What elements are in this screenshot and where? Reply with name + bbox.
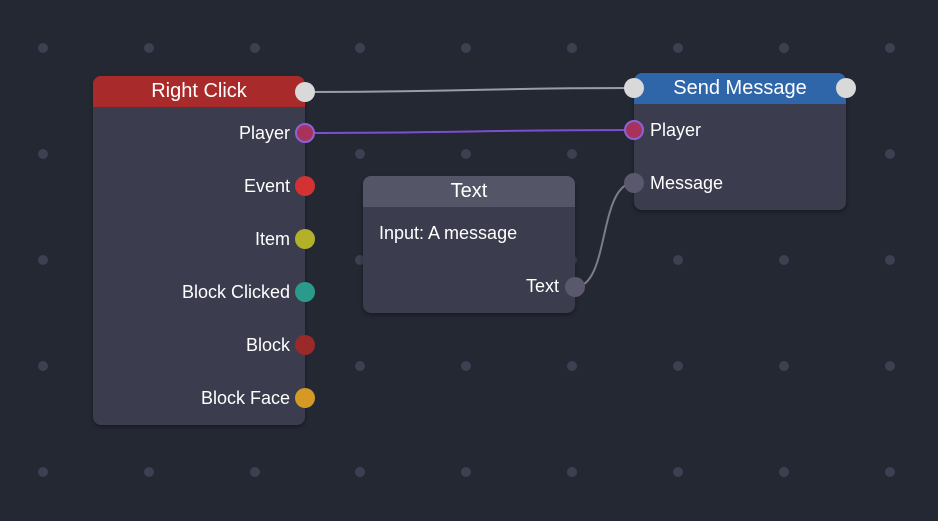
grid-dot — [355, 467, 365, 477]
right-click-output-label-block-face: Block Face — [200, 388, 290, 408]
text-node[interactable]: Text Input: A message Text — [363, 176, 585, 313]
grid-dot — [673, 361, 683, 371]
text-node-output-port[interactable] — [565, 277, 585, 297]
grid-dot — [461, 43, 471, 53]
right-click-output-port-block-clicked[interactable] — [295, 282, 315, 302]
send-message-exec-in-port[interactable] — [624, 78, 644, 98]
text-node-output-label: Text — [525, 276, 559, 296]
player-wire — [304, 129, 635, 134]
text-message-wire — [574, 182, 635, 288]
right-click-output-label-block-clicked: Block Clicked — [181, 282, 290, 302]
right-click-output-port-block-face[interactable] — [295, 388, 315, 408]
right-click-output-label-block: Block — [245, 335, 290, 355]
send-message-input-port-message[interactable] — [624, 173, 644, 193]
grid-dot — [885, 149, 895, 159]
grid-dot — [567, 467, 577, 477]
grid-dot — [250, 43, 260, 53]
send-message-exec-out-port[interactable] — [836, 78, 856, 98]
exec-wire — [304, 87, 635, 93]
grid-dot — [461, 149, 471, 159]
grid-dot — [885, 43, 895, 53]
grid-dot — [673, 467, 683, 477]
grid-dot — [38, 255, 48, 265]
grid-dot — [567, 149, 577, 159]
grid-dot — [461, 467, 471, 477]
text-node-input-value[interactable]: Input: A message — [379, 223, 518, 243]
right-click-output-port-event[interactable] — [295, 176, 315, 196]
grid-dot — [38, 149, 48, 159]
send-message-input-port-player[interactable] — [624, 120, 644, 140]
send-message-node-header[interactable]: Send Message — [634, 73, 846, 104]
grid-dot — [38, 467, 48, 477]
grid-dot — [673, 43, 683, 53]
right-click-output-port-block[interactable] — [295, 335, 315, 355]
right-click-node[interactable]: Right Click Player Event Item Block Clic… — [93, 76, 315, 425]
grid-dot — [779, 255, 789, 265]
send-message-input-label-message: Message — [650, 173, 724, 193]
right-click-exec-out-port[interactable] — [295, 82, 315, 102]
grid-dot — [885, 255, 895, 265]
grid-dot — [673, 255, 683, 265]
grid-dot — [885, 361, 895, 371]
grid-dot — [567, 361, 577, 371]
send-message-input-label-player: Player — [650, 120, 702, 140]
grid-dot — [461, 361, 471, 371]
grid-dot — [779, 43, 789, 53]
grid-dot — [355, 255, 365, 265]
grid-dot — [250, 467, 260, 477]
grid-dot — [355, 43, 365, 53]
grid-dot — [144, 467, 154, 477]
send-message-node[interactable]: Send Message Player Message — [624, 73, 856, 210]
right-click-output-label-item: Item — [254, 229, 290, 249]
grid-dot — [885, 467, 895, 477]
grid-dot — [38, 361, 48, 371]
grid-dot — [38, 43, 48, 53]
right-click-output-port-player[interactable] — [295, 123, 315, 143]
right-click-output-label-event: Event — [243, 176, 290, 196]
grid-dot — [779, 467, 789, 477]
grid-dot — [779, 361, 789, 371]
right-click-node-header[interactable]: Right Click — [93, 76, 305, 107]
text-node-header[interactable]: Text — [363, 176, 575, 207]
right-click-output-port-item[interactable] — [295, 229, 315, 249]
grid-dot — [567, 43, 577, 53]
grid-dot — [355, 149, 365, 159]
grid-dot — [144, 43, 154, 53]
grid-dot — [355, 361, 365, 371]
right-click-output-label-player: Player — [238, 123, 290, 143]
